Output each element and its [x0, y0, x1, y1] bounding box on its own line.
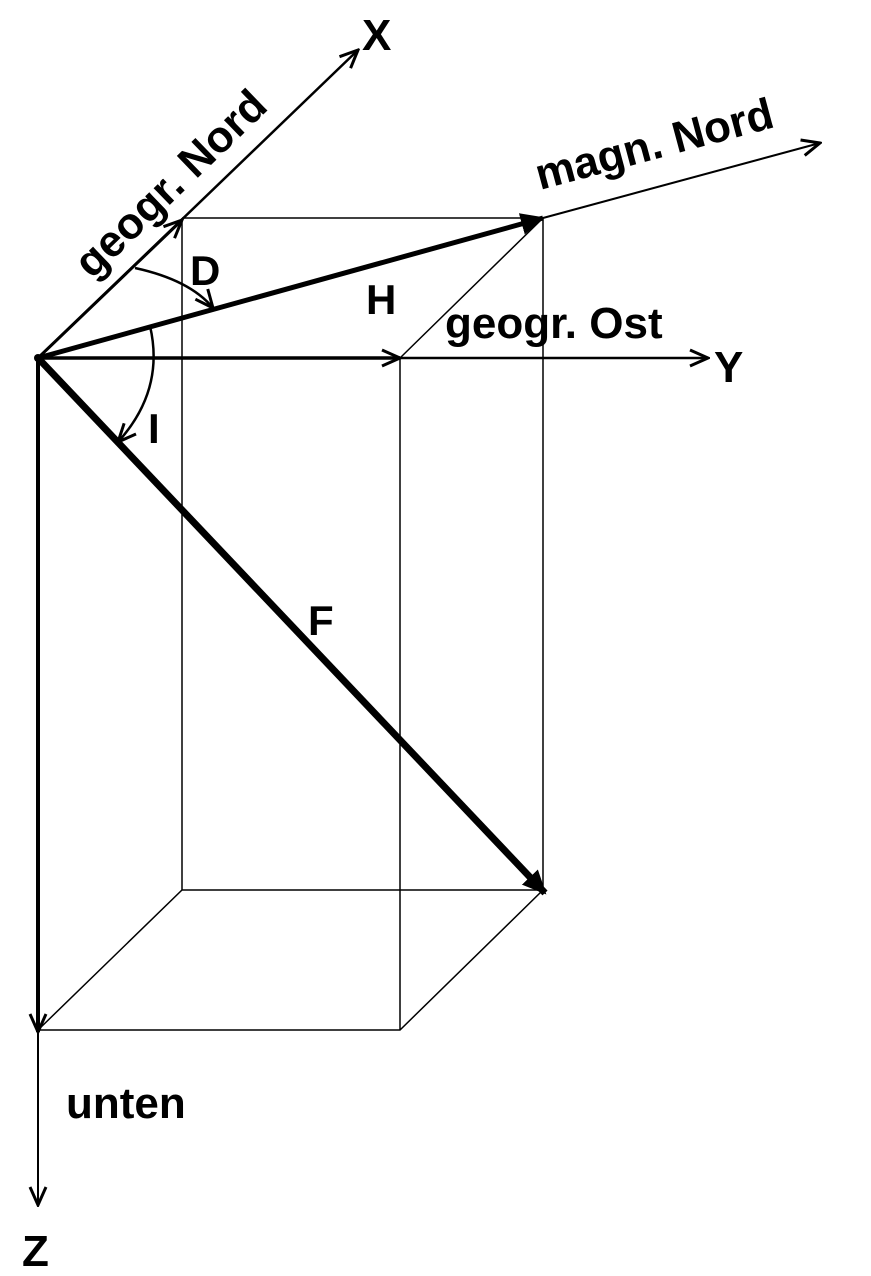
- mag-north-label: magn. Nord: [530, 89, 779, 200]
- horizontal-label: H: [366, 276, 396, 323]
- origin-point: [34, 354, 42, 362]
- total-field-label: F: [308, 597, 334, 644]
- declination-label: D: [190, 247, 220, 294]
- geo-east-label: geogr. Ost: [445, 299, 663, 348]
- y-axis-label: Y: [714, 343, 743, 392]
- magnetic-north-line: [542, 143, 820, 219]
- h-vector: [37, 213, 545, 361]
- inclination-label: I: [148, 405, 160, 452]
- down-label: unten: [66, 1079, 186, 1128]
- inclination-arc: [118, 325, 155, 442]
- declination-arc: [134, 266, 213, 308]
- x-component-arrow: [36, 220, 182, 360]
- x-axis-label: X: [362, 11, 391, 60]
- geo-north-label: geogr. Nord: [65, 80, 277, 287]
- f-vector: [35, 355, 548, 896]
- z-axis-label: Z: [22, 1227, 49, 1276]
